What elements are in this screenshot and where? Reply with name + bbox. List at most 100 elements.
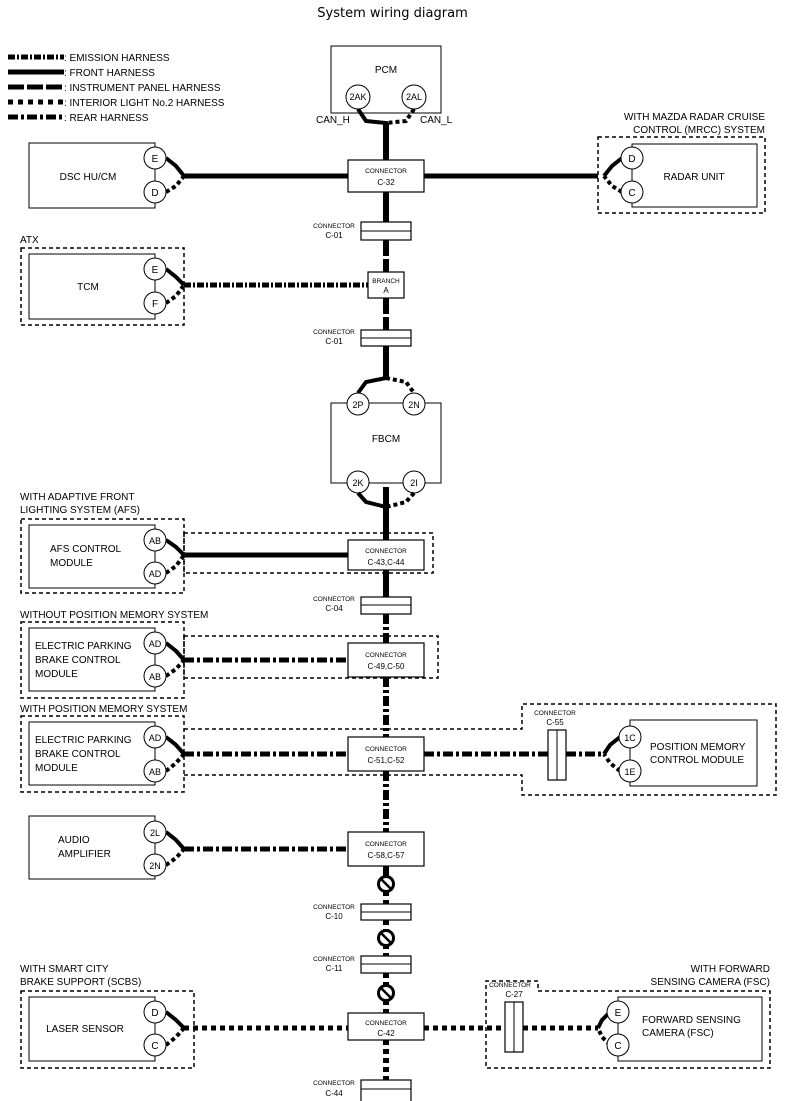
- radar-pin-d: D: [628, 154, 635, 165]
- laser-option-line2: BRAKE SUPPORT (SCBS): [20, 977, 141, 988]
- epb-without-pm-group: WITHOUT POSITION MEMORY SYSTEM ELECTRIC …: [20, 610, 348, 699]
- radar-group: WITH MAZDA RADAR CRUISE CONTROL (MRCC) S…: [597, 112, 766, 214]
- legend-interior: : INTERIOR LIGHT No.2 HARNESS: [8, 98, 225, 109]
- connector-c10-word: CONNECTOR: [313, 904, 355, 911]
- pcm-pin-l: 2AL: [406, 92, 422, 102]
- tcm-pin-e: E: [152, 265, 159, 276]
- fbcm-pin-2p: 2P: [352, 400, 363, 410]
- connector-c11-id: C-11: [326, 964, 343, 973]
- fbcm-pin-2k: 2K: [352, 478, 363, 488]
- connector-c32-id: C-32: [377, 178, 395, 187]
- legend-emission: : EMISSION HARNESS: [8, 53, 170, 64]
- laser-pin-c: C: [151, 1041, 158, 1052]
- tcm-option: ATX: [20, 235, 39, 246]
- connector-c51-id: C-51,C-52: [368, 756, 405, 765]
- tcm-pin-f: F: [152, 299, 158, 310]
- epb1-pin-ab: AB: [149, 672, 161, 682]
- connector-c49-c50: CONNECTOR C-49,C-50: [183, 635, 439, 679]
- epb1-pin-ad: AD: [149, 639, 162, 649]
- legend-front: : FRONT HARNESS: [8, 68, 155, 79]
- dsc-name: DSC HU/CM: [60, 172, 117, 183]
- connector-c32: CONNECTOR C-32: [347, 159, 425, 193]
- legend-rear-label: : REAR HARNESS: [64, 113, 149, 124]
- fbcm-pin-2i: 2I: [410, 478, 418, 488]
- connector-c04-word: CONNECTOR: [313, 596, 355, 603]
- connector-c01-lower: CONNECTOR C-01: [313, 329, 412, 347]
- audio-name-line1: AUDIO: [58, 835, 90, 846]
- tcm-group: ATX TCM E F: [20, 235, 368, 326]
- pcm-pin-h: 2AK: [349, 92, 366, 102]
- epb2-pin-ad: AD: [149, 733, 162, 743]
- dsc-module: DSC HU/CM E D: [28, 142, 186, 209]
- connector-c55-word: CONNECTOR: [534, 710, 576, 717]
- epb2-pin-ab: AB: [149, 767, 161, 777]
- connector-c43-word: CONNECTOR: [365, 548, 407, 555]
- connector-c27-word: CONNECTOR: [489, 982, 531, 989]
- laser-name: LASER SENSOR: [46, 1024, 124, 1035]
- epb1-name-line2: BRAKE CONTROL: [35, 655, 121, 666]
- branch-a: BRANCH A: [367, 271, 405, 299]
- can-h-label: CAN_H: [316, 115, 350, 126]
- connector-c55-id: C-55: [546, 718, 564, 727]
- can-l-label: CAN_L: [420, 115, 453, 126]
- fsc-pin-c: C: [614, 1041, 621, 1052]
- audio-pin-2n: 2N: [149, 861, 161, 871]
- afs-pin-ab: AB: [149, 536, 161, 546]
- legend-emission-label: : EMISSION HARNESS: [64, 53, 170, 64]
- audio-group: AUDIO AMPLIFIER 2L 2N: [28, 815, 348, 880]
- afs-pin-ad: AD: [149, 569, 162, 579]
- connector-c58-c57: CONNECTOR C-58,C-57: [347, 831, 425, 867]
- tcm-name: TCM: [77, 282, 99, 293]
- connector-c01-upper-id: C-01: [325, 231, 343, 240]
- afs-name-line2: MODULE: [50, 558, 93, 569]
- laser-option-line1: WITH SMART CITY: [20, 964, 109, 975]
- pmcm-name-line1: POSITION MEMORY: [650, 742, 746, 753]
- afs-name-line1: AFS CONTROL: [50, 544, 122, 555]
- fsc-pin-e: E: [615, 1008, 622, 1019]
- connector-c43-id: C-43,C-44: [368, 558, 405, 567]
- connector-c44-bottom: CONNECTOR C-44: [313, 1079, 412, 1101]
- fsc-group: WITH FORWARD SENSING CAMERA (FSC) CONNEC…: [424, 964, 771, 1069]
- epb2-name-line3: MODULE: [35, 763, 78, 774]
- fbcm-module: FBCM 2P 2N 2K 2I: [330, 376, 442, 509]
- fsc-name-line2: CAMERA (FSC): [642, 1028, 714, 1039]
- legend-interior-label: : INTERIOR LIGHT No.2 HARNESS: [64, 98, 225, 109]
- epb2-option: WITH POSITION MEMORY SYSTEM: [20, 704, 187, 715]
- connector-c42-word: CONNECTOR: [365, 1020, 407, 1027]
- radar-option-line2: CONTROL (MRCC) SYSTEM: [633, 125, 765, 136]
- radar-name: RADAR UNIT: [663, 172, 724, 183]
- connector-c01-lower-word: CONNECTOR: [313, 329, 355, 336]
- connector-c51-c52: CONNECTOR C-51,C-52: [347, 736, 425, 772]
- connector-c42: CONNECTOR C-42: [347, 1012, 425, 1041]
- connector-c58-word: CONNECTOR: [365, 841, 407, 848]
- fbcm-pin-2n: 2N: [408, 400, 420, 410]
- connector-c49-id: C-49,C-50: [368, 662, 405, 671]
- dsc-pin-e: E: [152, 154, 159, 165]
- connector-c01-upper-word: CONNECTOR: [313, 223, 355, 230]
- fsc-name-line1: FORWARD SENSING: [642, 1015, 741, 1026]
- radar-option-line1: WITH MAZDA RADAR CRUISE: [624, 112, 765, 123]
- fsc-option-line1: WITH FORWARD: [691, 964, 770, 975]
- audio-pin-2l: 2L: [150, 828, 160, 838]
- page-title: System wiring diagram: [317, 6, 468, 21]
- connector-c27-id: C-27: [505, 990, 523, 999]
- connector-c55: CONNECTOR C-55: [534, 710, 576, 781]
- connector-c11: CONNECTOR C-11: [313, 955, 412, 974]
- radar-pin-c: C: [628, 188, 635, 199]
- connector-c42-id: C-42: [377, 1029, 395, 1038]
- twisted-pair-icon-3: [377, 984, 395, 1002]
- pmcm-pin-1c: 1C: [624, 733, 636, 743]
- legend-front-label: : FRONT HARNESS: [64, 68, 155, 79]
- connector-c32-word: CONNECTOR: [365, 168, 407, 175]
- pcm-name: PCM: [375, 65, 397, 76]
- pmcm-pin-1e: 1E: [624, 767, 635, 777]
- legend-rear: : REAR HARNESS: [8, 113, 149, 124]
- afs-option-line2: LIGHTING SYSTEM (AFS): [20, 505, 140, 516]
- connector-c01-lower-id: C-01: [325, 337, 343, 346]
- epb1-option: WITHOUT POSITION MEMORY SYSTEM: [20, 610, 208, 621]
- fbcm-name: FBCM: [372, 434, 400, 445]
- connector-c49-word: CONNECTOR: [365, 652, 407, 659]
- laser-group: WITH SMART CITY BRAKE SUPPORT (SCBS) LAS…: [20, 964, 348, 1069]
- laser-pin-d: D: [151, 1008, 158, 1019]
